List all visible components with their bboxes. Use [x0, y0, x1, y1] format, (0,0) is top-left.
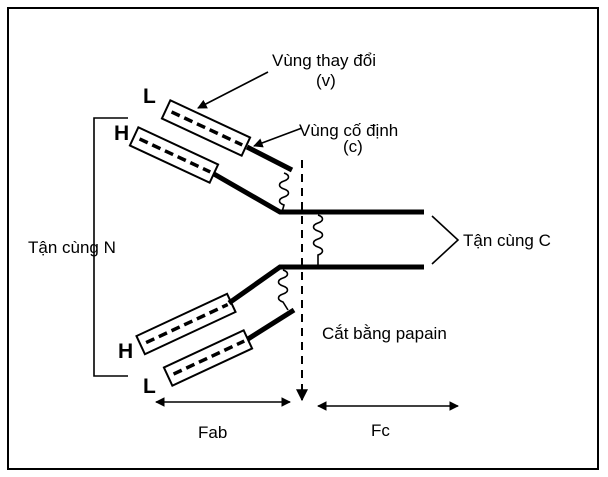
heavy-chain-top-label: H — [114, 122, 129, 145]
constant-region-leader — [253, 127, 303, 148]
lower-light-chain — [162, 307, 296, 387]
c-terminal-pointer — [431, 215, 460, 265]
diagram-frame — [7, 7, 599, 470]
n-terminal-bracket — [93, 117, 128, 377]
disulfide-bond-upper — [278, 172, 290, 213]
upper-heavy-chain — [128, 126, 424, 215]
variable-region-label: Vùng thay đổi — [272, 51, 376, 70]
light-chain-bottom-label: L — [143, 375, 156, 398]
heavy-chain-bottom-label: H — [118, 340, 133, 363]
fab-label: Fab — [198, 423, 227, 442]
constant-region-label: Vùng cố định — [299, 121, 398, 140]
variable-region-code: (v) — [316, 71, 336, 90]
disulfide-bond-hinge — [312, 214, 324, 266]
constant-region-code: (c) — [343, 137, 363, 156]
upper-light-chain — [160, 99, 294, 173]
c-terminal-label: Tận cùng C — [463, 231, 551, 250]
lower-heavy-chain — [135, 264, 424, 356]
papain-cleavage-label: Cắt bằng papain — [322, 324, 447, 343]
light-chain-top-label: L — [143, 85, 156, 108]
variable-region-leader — [197, 71, 269, 109]
n-terminal-label: Tận cùng N — [28, 238, 116, 257]
fc-label: Fc — [371, 421, 390, 440]
disulfide-bond-lower — [277, 269, 289, 311]
